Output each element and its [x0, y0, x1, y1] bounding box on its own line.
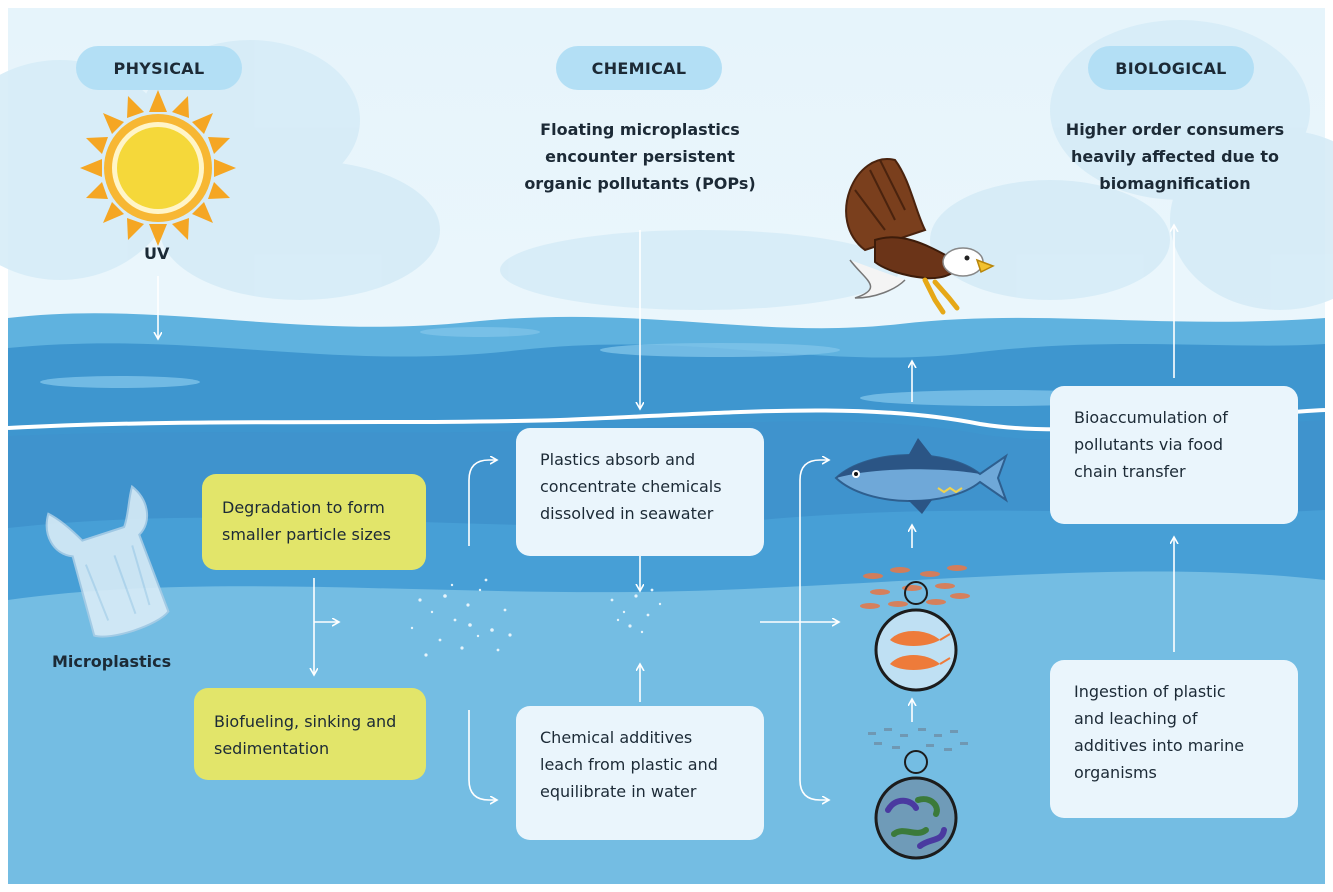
tuna-fish-icon — [834, 438, 1009, 514]
biofueling-box: Biofueling, sinking and sedimentation — [194, 688, 426, 780]
uv-label: UV — [144, 244, 170, 263]
microplastic-particles — [410, 578, 662, 657]
absorb-box: Plastics absorb and concentrate chemical… — [516, 428, 764, 556]
zooplankton-icon — [860, 565, 970, 692]
sun-icon — [80, 90, 236, 246]
header-chemical: CHEMICAL — [556, 46, 722, 90]
plastic-bag-icon — [45, 484, 170, 638]
ingestion-box: Ingestion of plastic and leaching of add… — [1050, 660, 1298, 818]
header-physical: PHYSICAL — [76, 46, 242, 90]
microplastics-label: Microplastics — [52, 652, 172, 671]
bioaccumulation-box: Bioaccumulation of pollutants via food c… — [1050, 386, 1298, 524]
additives-box: Chemical additives leach from plastic an… — [516, 706, 764, 840]
eagle-icon — [845, 158, 995, 315]
biological-heading: Higher order consumers heavily affected … — [1065, 120, 1285, 193]
chemical-heading: Floating microplastics encounter persist… — [524, 120, 756, 193]
flow-arrows — [158, 226, 1174, 800]
header-biological: BIOLOGICAL — [1088, 46, 1254, 90]
phytoplankton-icon — [868, 728, 968, 860]
degradation-box: Degradation to form smaller particle siz… — [202, 474, 426, 570]
